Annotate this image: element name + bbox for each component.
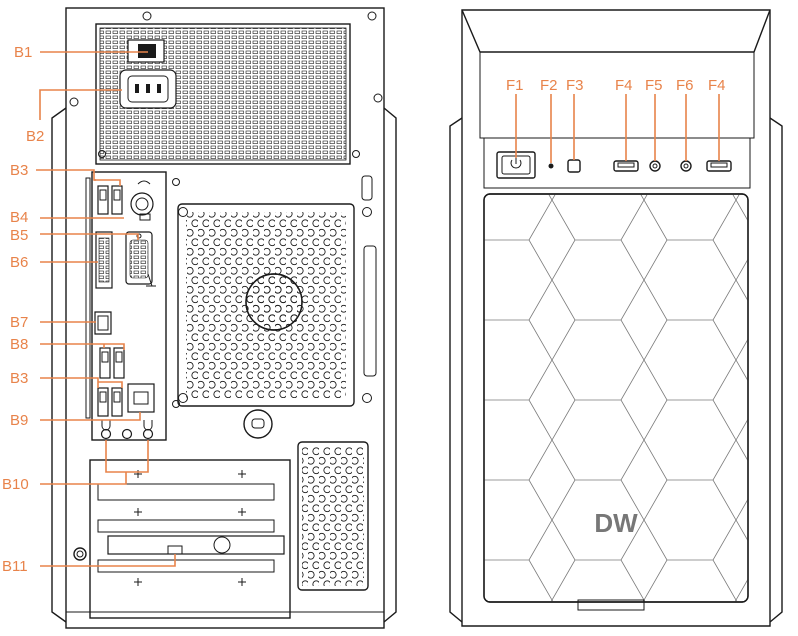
label-f5: F5 [645, 77, 663, 94]
ethernet-port [127, 383, 155, 413]
back-view: B1 B2 B3 B4 B5 B6 B7 B8 B3 B9 B10 B11 [2, 7, 397, 629]
audio-jack [121, 428, 133, 440]
front-audio-jack [649, 160, 661, 172]
label-b6: B6 [10, 254, 28, 271]
expansion-card [107, 535, 285, 555]
hdmi-port [94, 311, 112, 335]
label-b10: B10 [2, 476, 29, 493]
screw-icon [73, 547, 87, 561]
screw-icon [178, 393, 188, 403]
front-bezel-top [461, 9, 771, 53]
label-f2: F2 [540, 77, 558, 94]
screw-icon [178, 207, 188, 217]
front-drive-bay [479, 51, 755, 139]
screw-icon [69, 97, 79, 107]
label-b2: B2 [26, 128, 44, 145]
back-case-right-edge [383, 107, 397, 623]
back-case-left-edge [51, 107, 67, 623]
screw-icon [362, 393, 372, 403]
back-case-outline [65, 7, 385, 629]
label-f4-left: F4 [615, 77, 633, 94]
label-b3-top: B3 [10, 162, 28, 179]
label-f1: F1 [506, 77, 524, 94]
screw-icon [172, 400, 180, 408]
audio-jack [100, 428, 112, 440]
led-indicator [548, 163, 554, 169]
label-b5: B5 [10, 227, 28, 244]
io-shield [91, 171, 167, 441]
label-f4-right: F4 [708, 77, 726, 94]
label-b7: B7 [10, 314, 28, 331]
front-case-outline [461, 9, 771, 627]
lock-ring [243, 409, 273, 439]
usb-port [113, 347, 125, 379]
label-b1: B1 [14, 44, 32, 61]
screw-icon [352, 150, 360, 158]
screw-icon [142, 11, 152, 21]
reset-button [567, 159, 581, 173]
power-icon [510, 158, 522, 169]
ps2-port [130, 192, 154, 216]
front-view: DW F1 F2 F3 F4 F5 F6 F4 [449, 9, 783, 627]
psu-plate [95, 23, 351, 165]
expansion-slot [97, 519, 275, 533]
expansion-area [89, 459, 291, 619]
audio-jack [142, 428, 154, 440]
power-switch-rocker [138, 44, 156, 58]
usb-port [99, 347, 111, 379]
label-b4: B4 [10, 209, 28, 226]
card-port-round [213, 536, 231, 554]
screw-icon [362, 207, 372, 217]
label-f6: F6 [676, 77, 694, 94]
front-foot-bar [577, 599, 645, 611]
side-vent [297, 441, 369, 591]
screw-icon [373, 93, 383, 103]
label-b3-bottom: B3 [10, 370, 28, 387]
front-mic-jack [680, 160, 692, 172]
expansion-slot [97, 483, 275, 501]
fan-grille [177, 203, 355, 407]
brand-logo: DW [594, 508, 638, 538]
label-b8: B8 [10, 336, 28, 353]
screw-icon [172, 178, 180, 186]
front-io-panel [483, 137, 751, 189]
screw-icon [367, 11, 377, 21]
label-b9: B9 [10, 412, 28, 429]
label-f3: F3 [566, 77, 584, 94]
label-b11: B11 [2, 558, 28, 575]
